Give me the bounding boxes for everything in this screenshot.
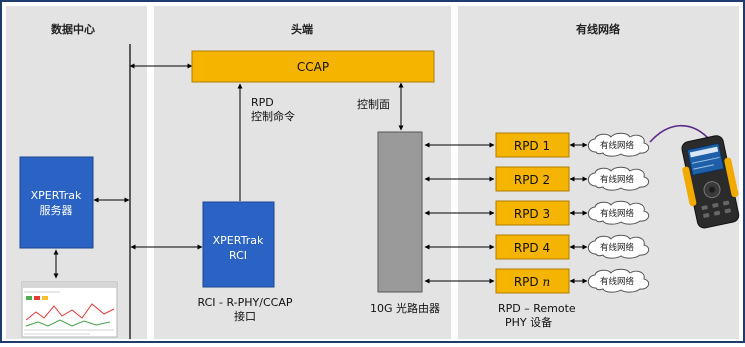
cloud-label: 有线网络	[600, 276, 635, 287]
rpd-command-line2: 控制命令	[251, 109, 295, 123]
rpd-box	[495, 268, 570, 294]
ccap-box	[191, 50, 435, 83]
rpd-caption-line2: PHY 设备	[505, 315, 552, 329]
rpd-label: RPD 4	[514, 241, 550, 255]
rpd-row-n: RPD n 有线网络	[424, 268, 650, 294]
cable-network-cloud-icon	[587, 166, 650, 191]
screenshot-thumbnail-icon	[21, 281, 118, 338]
rpd-label: RPD 2	[514, 173, 550, 187]
rpd-box	[495, 166, 570, 192]
rpd-row-4: RPD 4 有线网络	[424, 234, 650, 260]
rpd-row-3: RPD 3 有线网络	[424, 200, 650, 226]
server-label-line1: XPERTrak	[31, 189, 82, 202]
rpd-command-line1: RPD	[251, 96, 274, 109]
cloud-label: 有线网络	[600, 140, 635, 151]
rpd-label: RPD 1	[514, 139, 550, 153]
cable-network-cloud-icon	[587, 268, 650, 293]
ccap-label: CCAP	[297, 60, 329, 74]
optical-router-box	[377, 131, 423, 293]
rpd-row-2: RPD 2 有线网络	[424, 166, 650, 192]
rci-caption-line2: 接口	[234, 310, 256, 323]
rpd-label: RPD 3	[514, 207, 550, 221]
rci-caption-line1: RCI - R-PHY/CCAP	[198, 296, 293, 309]
section-title-datacenter: 数据中心	[51, 22, 95, 36]
rpd-label-prefix: RPD	[514, 275, 543, 289]
rpd-box	[495, 200, 570, 226]
rpd-box	[495, 234, 570, 260]
section-title-cable-network: 有线网络	[576, 22, 620, 36]
meter-cable	[649, 124, 709, 143]
xpertrak-rci-box	[202, 201, 275, 288]
cloud-label: 有线网络	[600, 208, 635, 219]
rci-label-line1: XPERTrak	[213, 234, 264, 247]
cloud-label: 有线网络	[600, 242, 635, 253]
rpd-row-1: RPD 1 有线网络	[424, 132, 650, 158]
rpd-label: RPD n	[514, 275, 550, 289]
cloud-label: 有线网络	[600, 174, 635, 185]
xpertrak-server-box	[19, 156, 94, 249]
handheld-meter-icon	[681, 135, 740, 229]
rci-label-line2: RCI	[229, 249, 247, 262]
cable-network-cloud-icon	[587, 200, 650, 225]
rpd-label-n: n	[542, 275, 550, 289]
server-label-line2: 服务器	[40, 204, 73, 217]
router-caption: 10G 光路由器	[370, 301, 440, 315]
rpd-box	[495, 132, 570, 158]
control-plane-label: 控制面	[357, 97, 390, 111]
section-title-headend: 头端	[291, 22, 313, 36]
rpd-caption-line1: RPD – Remote	[498, 302, 576, 315]
cable-network-cloud-icon	[587, 234, 650, 259]
cable-network-cloud-icon	[587, 132, 650, 157]
